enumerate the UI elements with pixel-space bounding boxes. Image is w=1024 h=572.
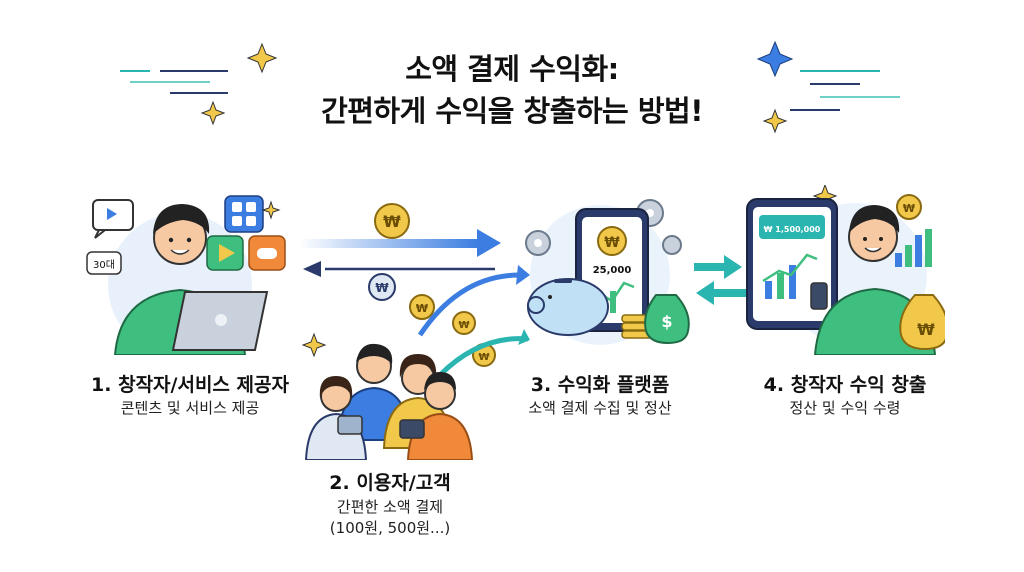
step-1-title: 1. 창작자/서비스 제공자 [91, 374, 289, 396]
sparkle-icon [756, 40, 794, 78]
piggy-bank-icon [527, 278, 609, 336]
svg-text:$: $ [661, 312, 672, 331]
growth-chart-icon [895, 229, 932, 267]
users-illustration [301, 332, 474, 460]
platform-illustration: ₩ 25,000 $ [525, 199, 690, 345]
money-bag-icon: ₩ [899, 294, 945, 351]
svg-text:₩: ₩ [416, 302, 428, 315]
title-decoration [120, 40, 900, 134]
creator-illustration: 30대 [86, 195, 286, 355]
sparkle-icon [261, 200, 281, 220]
arrow-to-platform [299, 239, 479, 248]
sparkle-icon [200, 100, 226, 126]
wallet-amount: ₩ 1,500,000 [764, 225, 821, 234]
gear-icon [662, 235, 682, 255]
coins-flow: ₩ ₩ ₩ ₩ ₩ [368, 203, 530, 377]
gamepad-icon [248, 235, 286, 271]
svg-text:₩: ₩ [458, 320, 469, 331]
money-bag-icon: $ [644, 294, 690, 345]
step-3-subtitle: 소액 결제 수집 및 정산 [528, 399, 672, 417]
age-badge: 30대 [86, 251, 122, 275]
svg-text:₩: ₩ [903, 202, 915, 215]
sparkle-icon [246, 42, 278, 74]
platform-amount: 25,000 [593, 265, 632, 276]
speed-lines-right [790, 70, 900, 111]
title-line-1: 소액 결제 수익화: [405, 52, 619, 86]
arrow-user-to-platform [417, 272, 521, 337]
step-3-title: 3. 수익화 플랫폼 [530, 374, 670, 396]
step-2-title: 2. 이용자/고객 [329, 472, 451, 494]
step-4-subtitle: 정산 및 수익 수령 [789, 399, 901, 417]
sparkle-icon [301, 332, 327, 358]
flow-arrows-1-3 [299, 229, 501, 277]
hand-phone-icon [810, 282, 828, 310]
step-1-subtitle: 콘텐츠 및 서비스 제공 [120, 399, 260, 417]
play-store-icon [206, 235, 244, 271]
arrow-user-to-platform-2 [438, 336, 529, 377]
arrow-to-payout [694, 263, 726, 271]
coin-icon: ₩ [896, 194, 922, 220]
arrow-to-platform-back [712, 289, 746, 297]
speed-lines-left [120, 70, 228, 94]
coin-icon: ₩ [409, 294, 435, 320]
gear-icon [525, 230, 551, 256]
svg-text:₩: ₩ [917, 320, 935, 339]
step-2-subtitle: 간편한 소액 결제 [336, 498, 444, 516]
coin-icon: ₩ [374, 203, 410, 239]
svg-text:₩: ₩ [604, 235, 620, 251]
payout-illustration: ₩ 1,500,000 ₩ ₩ [746, 185, 945, 355]
step-2-subtitle-2: (100원, 500원...) [329, 519, 451, 537]
coin-icon: ₩ [368, 273, 396, 301]
step-4-title: 4. 창작자 수익 창출 [763, 374, 927, 396]
arrowhead-right [477, 229, 501, 257]
title-line-2: 간편하게 수익을 창출하는 방법! [321, 94, 703, 128]
app-grid-icon [224, 195, 264, 233]
svg-text:₩: ₩ [383, 212, 401, 231]
tablet-icon [337, 415, 363, 435]
user-person [399, 372, 474, 460]
age-badge-text: 30대 [93, 259, 115, 271]
flow-arrows-3-4 [694, 255, 746, 305]
svg-text:₩: ₩ [478, 352, 489, 363]
arrowhead-left [303, 261, 321, 277]
user-person [304, 376, 368, 460]
video-chat-icon [92, 199, 134, 239]
sparkle-icon [762, 108, 788, 134]
svg-text:₩: ₩ [375, 281, 389, 295]
tablet-icon [399, 419, 425, 439]
coin-icon: ₩ [452, 311, 476, 335]
laptop-icon [171, 291, 269, 351]
